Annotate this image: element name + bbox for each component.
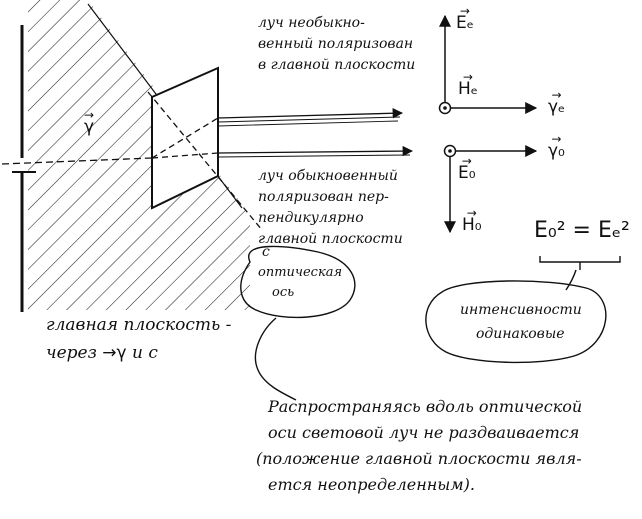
- intensity-note-line1: интенсивности: [460, 302, 582, 318]
- intensity-bubble: [425, 280, 607, 364]
- optic-axis-letter: c: [262, 244, 270, 260]
- ordinary-note-line1: луч обыкновенный: [258, 168, 398, 184]
- optic-axis-line1: оптическая: [258, 265, 343, 280]
- principal-plane-line1: главная плоскость -: [46, 315, 232, 335]
- incident-ray: [1, 157, 153, 165]
- ordinary-note-line4: главной плоскости: [258, 231, 403, 247]
- crystal: [151, 66, 219, 210]
- intensity-equation: E₀² = Eₑ²: [534, 218, 630, 243]
- gamma-o-label: →γ₀: [548, 132, 565, 161]
- ordinary-note-line2: поляризован пер-: [258, 189, 389, 205]
- propagation-line3: (положение главной плоскости явля-: [256, 449, 582, 468]
- extraordinary-note-line2: венный поляризован: [258, 36, 414, 52]
- ordinary-ray: [217, 145, 414, 157]
- propagation-line4: ется неопределенным).: [268, 475, 475, 494]
- optic-axis-leader: [254, 317, 297, 401]
- extraordinary-ray: [217, 108, 404, 119]
- gamma-e-label: →γₑ: [548, 88, 566, 117]
- H-o-label: →H₀: [462, 206, 482, 235]
- equation-bracket: [539, 256, 621, 270]
- gamma-incident-label: →γ: [84, 108, 95, 137]
- ray-in-crystal-ordinary: [151, 152, 219, 159]
- extraordinary-note-line1: луч необыкно-: [258, 15, 365, 31]
- intensity-leader: [565, 269, 577, 291]
- ordinary-note-line3: пендикулярно: [258, 210, 364, 226]
- E-o-label: →E₀: [458, 154, 476, 183]
- principal-plane-line2: через →γ и c: [46, 343, 158, 363]
- principal-plane-hatch: [28, 0, 250, 310]
- E-e-label: →Eₑ: [456, 4, 474, 33]
- propagation-line2: оси световой луч не раздваивается: [268, 423, 580, 442]
- H-e-label: →Hₑ: [458, 70, 478, 99]
- extraordinary-note-line3: в главной плоскости: [258, 57, 416, 73]
- optic-axis-line2: ось: [272, 285, 295, 300]
- intensity-note-line2: одинаковые: [476, 326, 565, 342]
- propagation-line1: Распространяясь вдоль оптической: [268, 397, 583, 416]
- optic-axis-bubble: [240, 245, 356, 319]
- ray-in-crystal-extraordinary: [151, 117, 219, 159]
